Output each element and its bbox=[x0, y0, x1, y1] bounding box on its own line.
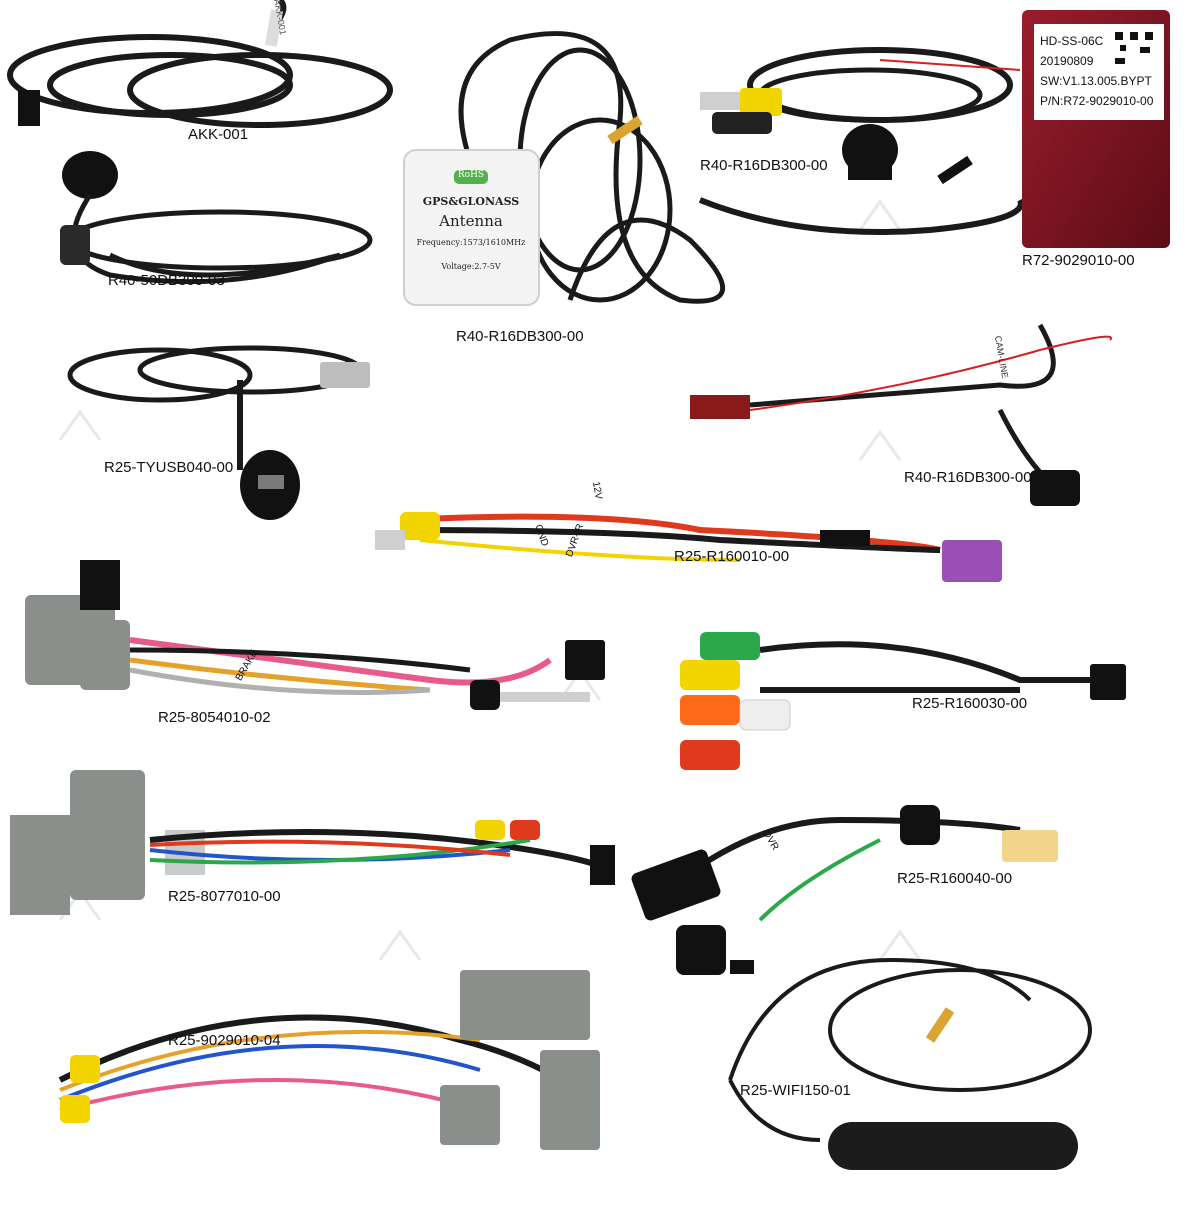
can-module-line1: HD-SS-06C bbox=[1040, 34, 1104, 48]
rear-camera-cable bbox=[698, 47, 1024, 235]
r160040-usb bbox=[631, 805, 1058, 975]
part-label-r25-9029010-04: R25-9029010-04 bbox=[168, 1032, 281, 1049]
r160030-rca bbox=[680, 632, 1126, 770]
can-module-line2: 20190809 bbox=[1040, 54, 1094, 68]
part-label-r40-r16db300-00-gps: R40-R16DB300-00 bbox=[456, 328, 584, 345]
can-module bbox=[1022, 10, 1170, 248]
r8054010-harness bbox=[25, 560, 605, 710]
wifi-antenna bbox=[728, 957, 1092, 1170]
part-label-r25-tyusb040-00: R25-TYUSB040-00 bbox=[104, 459, 234, 476]
part-label-r25-r160030-00: R25-R160030-00 bbox=[912, 695, 1028, 712]
gps-antenna bbox=[403, 31, 725, 306]
antenna-badge: RoHS bbox=[457, 170, 485, 180]
antenna-frequency: Frequency:1573/1610MHz bbox=[416, 238, 526, 247]
part-label-r40-r16db300-00-wiring: R40-R16DB300-00 bbox=[904, 469, 1032, 486]
microphone bbox=[60, 151, 373, 285]
camera-wiring bbox=[690, 323, 1113, 506]
usb-cable bbox=[67, 345, 370, 520]
part-label-r25-wifi150-01: R25-WIFI150-01 bbox=[740, 1082, 851, 1099]
part-label-r40-50db300-03: R40-50DB300-03 bbox=[108, 272, 225, 289]
r9029010-harness bbox=[58, 970, 600, 1150]
part-label-r25-8077010-00: R25-8077010-00 bbox=[168, 888, 281, 905]
part-label-akk-001: AKK-001 bbox=[188, 126, 249, 143]
part-label-r40-r16db300-00-camera: R40-R16DB300-00 bbox=[700, 157, 828, 174]
antenna-title: Antenna bbox=[439, 212, 503, 230]
antenna-brand: GPS&GLONASS bbox=[422, 195, 520, 208]
part-label-r25-8054010-02: R25-8054010-02 bbox=[158, 709, 271, 726]
antenna-voltage: Voltage:2.7-5V bbox=[441, 262, 501, 271]
can-module-line4: P/N:R72-9029010-00 bbox=[1040, 94, 1154, 108]
akk-connector bbox=[18, 90, 40, 126]
can-module-line3: SW:V1.13.005.BYPT bbox=[1040, 74, 1152, 88]
part-label-r25-r160010-00: R25-R160010-00 bbox=[674, 548, 790, 565]
part-label-r72-9029010-00: R72-9029010-00 bbox=[1022, 252, 1135, 269]
part-label-r25-r160040-00: R25-R160040-00 bbox=[897, 870, 1013, 887]
r8077010-harness bbox=[10, 770, 615, 915]
akk-cable bbox=[7, 0, 393, 128]
r160010-harness bbox=[375, 512, 1002, 582]
